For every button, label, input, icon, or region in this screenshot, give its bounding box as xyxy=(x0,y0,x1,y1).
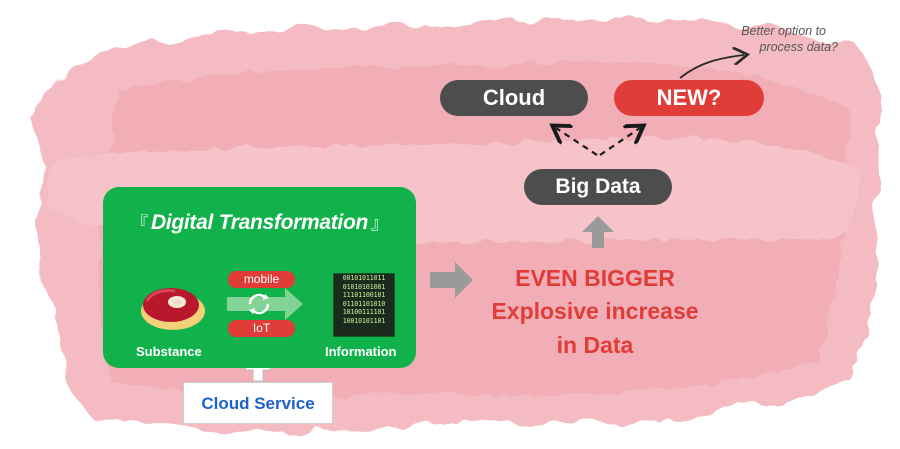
arrow-to-bigdata xyxy=(582,216,614,248)
meat-icon xyxy=(141,288,205,330)
note-line-1: Better option to xyxy=(741,24,826,38)
new-node: NEW? xyxy=(614,80,764,116)
note-line-2: process data? xyxy=(759,40,838,54)
binary-line: 10010101101 xyxy=(342,316,386,325)
digital-transformation-box: 『Digital Transformation』 mobile IoT 0010… xyxy=(103,187,416,368)
binary-line: 01010101001 xyxy=(342,282,386,291)
binary-line: 10100111101 xyxy=(342,308,386,317)
arrow-to-explosion xyxy=(430,262,473,298)
curved-arrow-to-note xyxy=(679,55,744,79)
binary-line: 11101100101 xyxy=(342,291,386,300)
dashed-arrow-to-new xyxy=(599,128,640,156)
transformation-title-text: Digital Transformation xyxy=(150,211,369,234)
big-data-node: Big Data xyxy=(524,169,672,205)
binary-line: 01101101010 xyxy=(342,299,386,308)
information-label: Information xyxy=(325,344,397,359)
dashed-arrow-to-cloud xyxy=(556,128,598,156)
even-bigger-text: EVEN BIGGER xyxy=(515,265,675,291)
iot-tag: IoT xyxy=(228,320,295,337)
substance-label: Substance xyxy=(136,344,202,359)
in-data-text: in Data xyxy=(556,332,634,358)
transformation-title: 『Digital Transformation』 xyxy=(103,209,416,235)
title-close-bracket: 』 xyxy=(371,214,388,233)
cloud-node: Cloud xyxy=(440,80,588,116)
title-open-bracket: 『 xyxy=(131,214,148,233)
binary-data-block: 00101011011 01010101001 11101100101 0110… xyxy=(333,273,395,337)
binary-line: 00101011011 xyxy=(342,274,386,282)
mobile-tag: mobile xyxy=(228,271,295,288)
sync-arrow-icon xyxy=(227,288,303,320)
explosive-increase-text: Explosive increase xyxy=(491,298,699,324)
cloud-service-box: Cloud Service xyxy=(183,382,333,424)
